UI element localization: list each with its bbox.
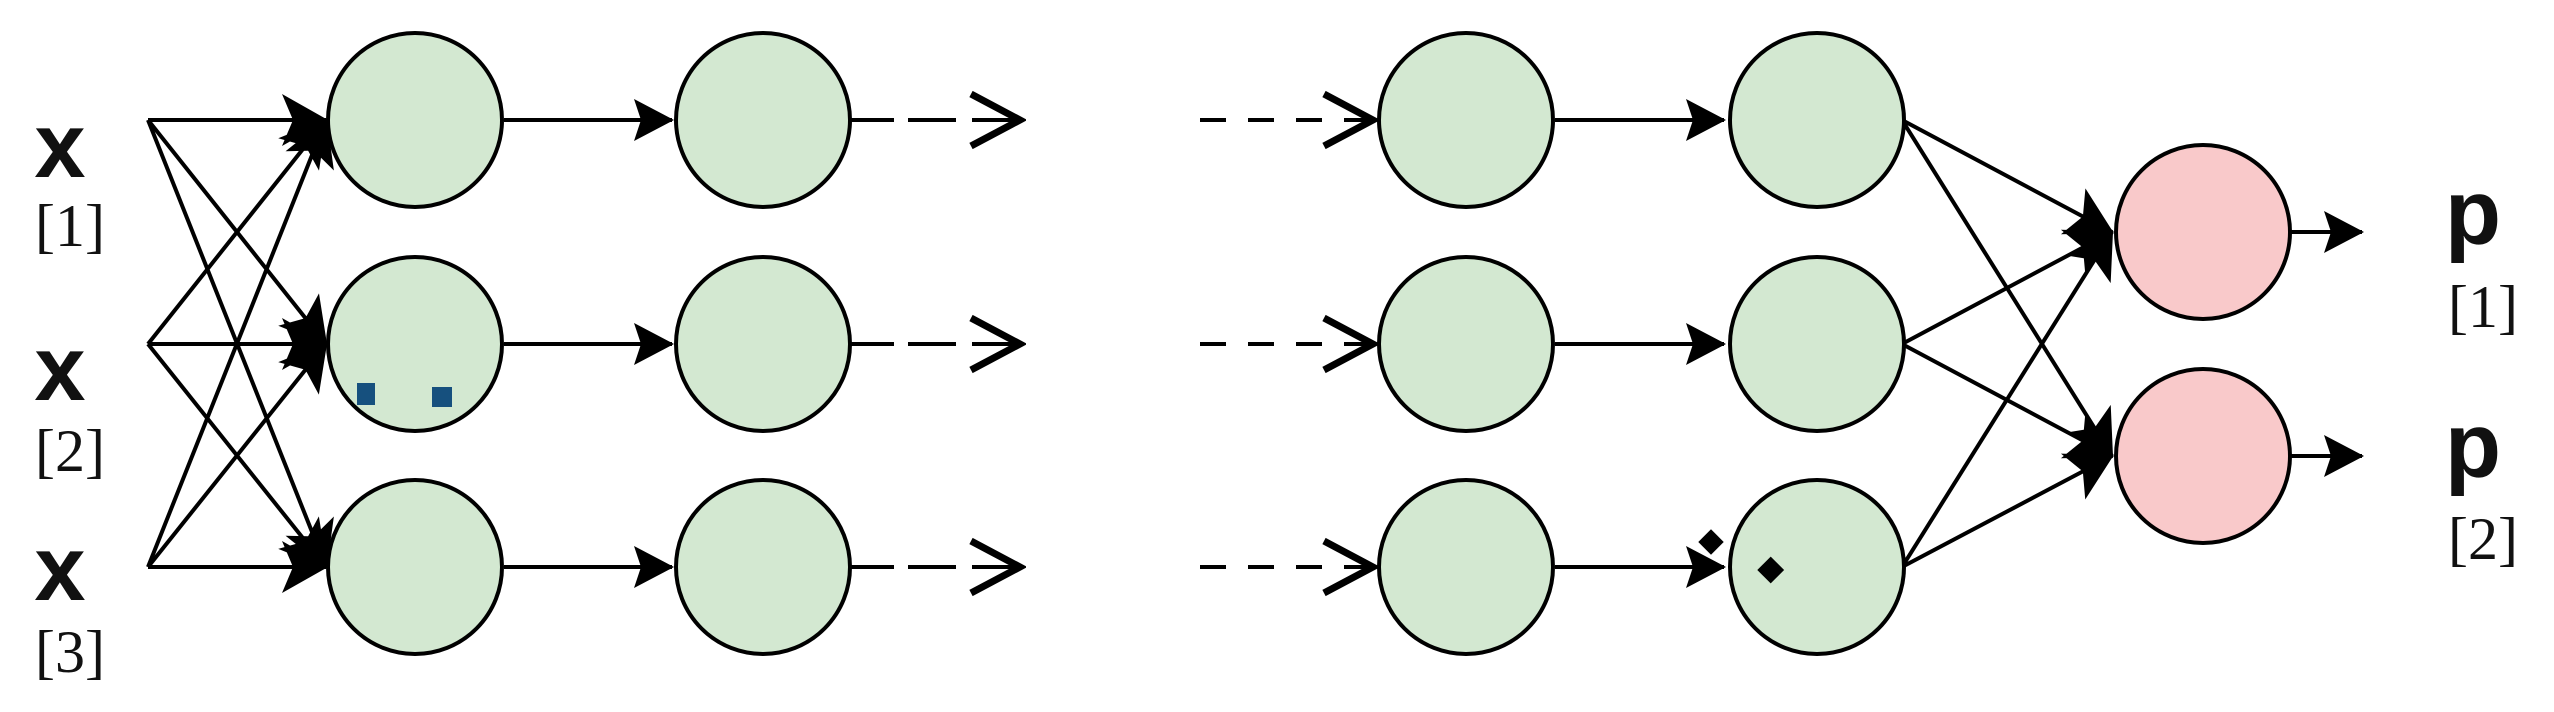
output-label-p1: p (2445, 162, 2501, 264)
input-sub-2: [2] (35, 418, 105, 484)
connection-line (146, 342, 328, 569)
connection-line (146, 118, 334, 568)
layerk-incoming-arrows (1200, 120, 1371, 567)
input-labels: x [1] x [2] x [3] (34, 95, 105, 685)
output-sub-1: [1] (2448, 274, 2518, 340)
neuron-green (326, 31, 504, 209)
input-sub-3: [3] (35, 619, 105, 685)
connection-line (1900, 230, 2114, 569)
output-layer (2114, 143, 2292, 545)
layern-to-output-connections (1900, 118, 2114, 569)
neuron-green (1728, 478, 1906, 656)
input-label-x3: x (34, 518, 85, 620)
neuron-green (1377, 31, 1555, 209)
output-label-p2: p (2445, 395, 2501, 497)
neuron-green (326, 478, 504, 656)
blue-square-mark (357, 383, 375, 405)
connection-line (1901, 453, 2114, 569)
input-label-x2: x (34, 318, 85, 420)
blue-square-mark (432, 387, 452, 407)
layer2-continuation-arrows (850, 120, 1018, 567)
ellipsis-marks (357, 383, 1785, 584)
hidden-layer-2 (674, 31, 852, 656)
connection-line (1901, 229, 2114, 346)
neuron-green (674, 478, 852, 656)
hidden-layer-k (1377, 31, 1555, 656)
output-sub-2: [2] (2448, 506, 2518, 572)
hidden-layer-1 (326, 31, 504, 656)
input-label-x1: x (34, 95, 85, 197)
neuron-pink (2114, 143, 2292, 321)
input-sub-1: [1] (35, 193, 105, 259)
neuron-green (1377, 478, 1555, 656)
neuron-green (1728, 31, 1906, 209)
output-labels: p [1] p [2] (2445, 162, 2518, 572)
neuron-green (1377, 255, 1555, 433)
output-arrows (2290, 211, 2364, 477)
neuron-green (674, 31, 852, 209)
layer1-to-layer2-connections (504, 99, 674, 588)
input-fan-connections (146, 94, 334, 593)
layerk-to-layern-connections (1555, 99, 1726, 588)
hidden-layer-n (1728, 31, 1906, 656)
black-diamond-mark (1698, 529, 1724, 555)
neuron-green (326, 255, 504, 433)
neuron-green (1728, 255, 1906, 433)
connection-line (1901, 118, 2114, 235)
neuron-pink (2114, 367, 2292, 545)
black-diamond-mark (1757, 556, 1785, 584)
neuron-green (674, 255, 852, 433)
